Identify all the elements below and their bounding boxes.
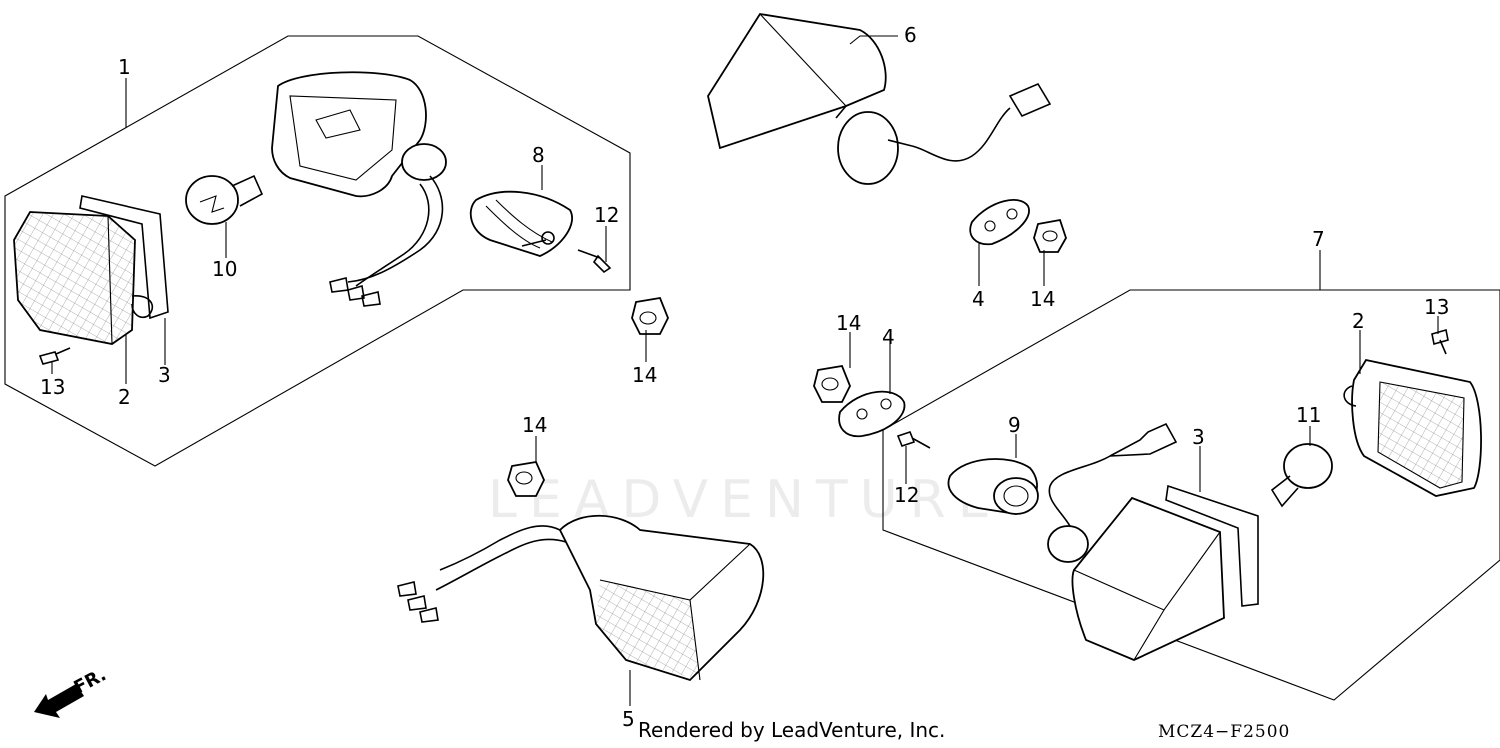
gasket-left [79,195,169,320]
nut-lower [507,460,545,497]
callout-2-left: 2 [118,385,131,409]
lens-left [13,211,136,345]
callout-3-left: 3 [158,363,171,387]
nut-upper-right [1033,218,1067,253]
socket-left [469,190,573,257]
callout-9: 9 [1008,413,1021,437]
assembly-outline-left [4,35,631,467]
screw-right [896,431,931,449]
gasket-right [1165,484,1259,607]
housing-left [271,71,447,307]
screw-upper [577,249,612,274]
nut-middle [813,364,851,403]
callout-4-middle: 4 [882,325,895,349]
callout-13-right: 13 [1424,295,1449,319]
socket-right [947,458,1039,515]
screw-left [38,347,71,365]
diagram-code: MCZ4−F2500 [1158,722,1291,742]
front-direction-arrow [34,684,84,718]
bulb-right [1270,443,1333,508]
grommet-middle [838,390,906,438]
turn-signal-upper [707,13,1052,185]
callout-13-left: 13 [40,375,65,399]
callout-14-center: 14 [632,363,657,387]
lens-right [1343,358,1482,497]
footer-credit: Rendered by LeadVenture, Inc. [638,718,946,742]
callout-labels: 1 2 3 13 10 8 12 6 14 4 14 7 14 4 14 5 1… [40,23,1449,731]
bulb-left [185,174,264,225]
turn-signal-lower [397,514,765,682]
callout-14-middle: 14 [836,311,861,335]
callout-12-left: 12 [594,203,619,227]
nut-center [631,296,669,335]
callout-14-lower: 14 [522,413,547,437]
callout-4-upper: 4 [972,287,985,311]
grommet-upper [969,199,1030,246]
housing-right [1047,422,1225,661]
callout-6: 6 [904,23,917,47]
callout-1: 1 [118,55,131,79]
watermark: LEADVENTURE [488,470,1003,530]
callout-2-right: 2 [1352,309,1365,333]
gasket-left-tab [131,295,154,319]
screw-right-top [1431,328,1449,355]
callout-14-upper: 14 [1030,287,1055,311]
callout-5: 5 [622,707,635,731]
callout-10: 10 [212,257,237,281]
callout-3-right: 3 [1192,425,1205,449]
assembly-outline-right [882,289,1500,701]
callout-8: 8 [532,143,545,167]
leader-lines [51,35,1439,706]
callout-11: 11 [1296,403,1321,427]
callout-12-right: 12 [894,483,919,507]
callout-7: 7 [1312,227,1325,251]
